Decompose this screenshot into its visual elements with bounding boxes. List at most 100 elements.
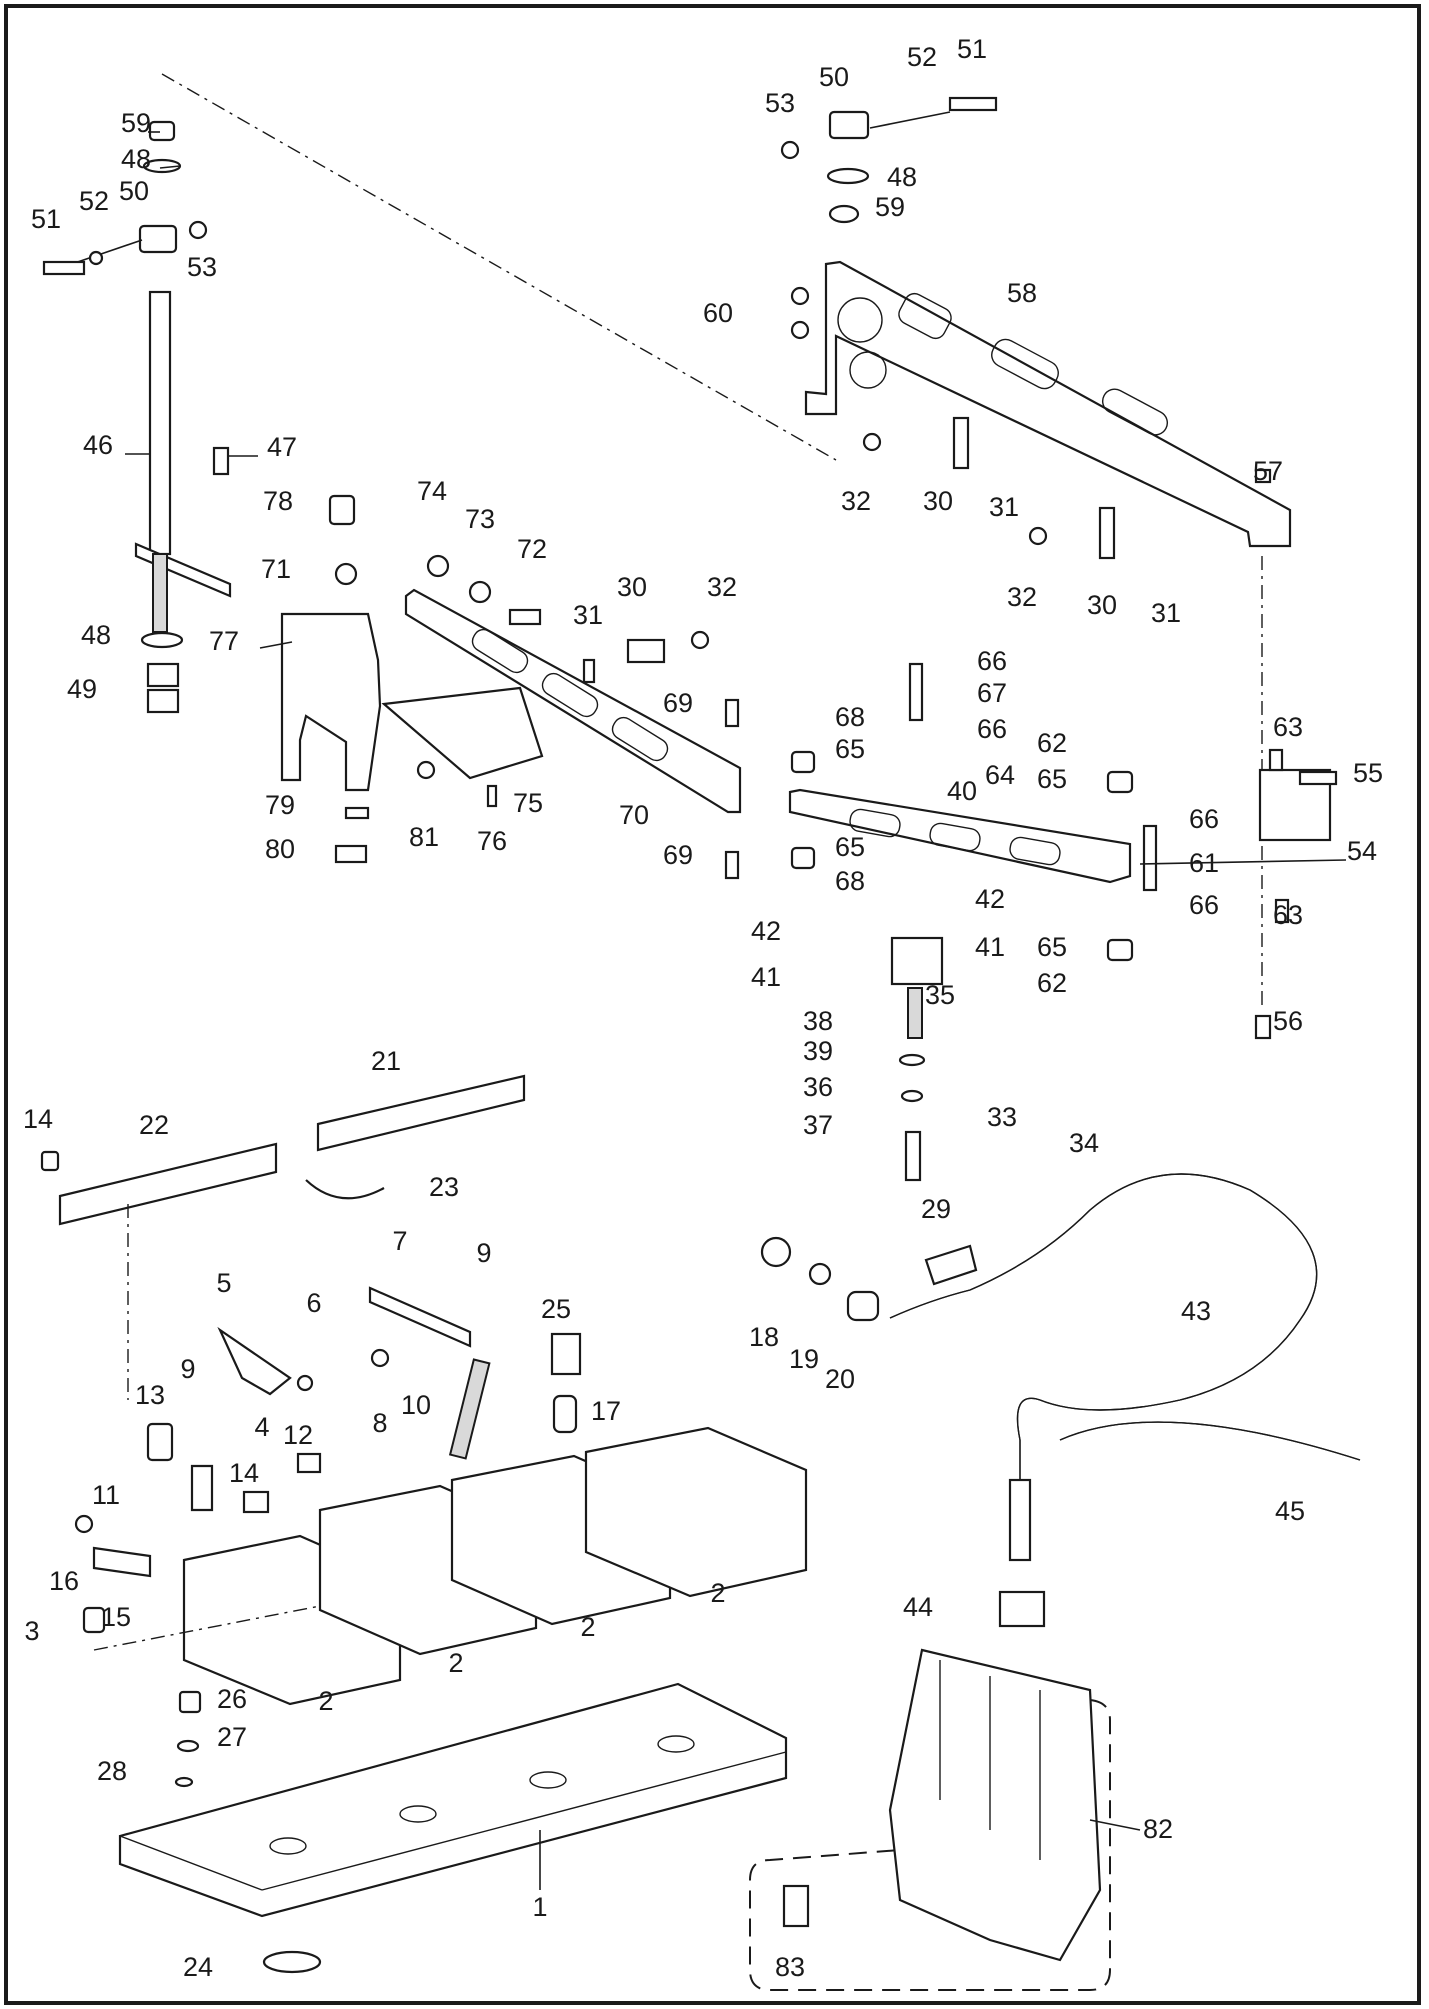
callout-label: 62 (1037, 968, 1067, 998)
callout-label: 76 (477, 826, 507, 856)
callout-label: 31 (573, 600, 603, 630)
post-assembly (42, 120, 232, 714)
callout-label: 41 (975, 932, 1005, 962)
callout-label: 2 (580, 1612, 595, 1642)
callout-label: 24 (183, 1952, 213, 1982)
callout-label: 28 (97, 1756, 127, 1786)
callout-label: 68 (835, 866, 865, 896)
callout-label: 55 (1353, 758, 1383, 788)
callout-label: 16 (49, 1566, 79, 1596)
callout-label: 65 (835, 832, 865, 862)
callout-label: 13 (135, 1380, 165, 1410)
callout-label: 75 (513, 788, 543, 818)
callout-label: 66 (977, 646, 1007, 676)
callout-label: 25 (541, 1294, 571, 1324)
callout-label: 23 (429, 1172, 459, 1202)
callout-label: 7 (392, 1226, 407, 1256)
callout-label: 2 (710, 1578, 725, 1608)
cable-assembly (760, 1173, 1361, 1628)
callout-label: 39 (803, 1036, 833, 1066)
middle-bar (280, 494, 742, 880)
callout-label: 71 (261, 554, 291, 584)
callout-label: 65 (1037, 932, 1067, 962)
callout-label: 2 (318, 1686, 333, 1716)
callout-label: 48 (121, 144, 151, 174)
callout-label: 52 (907, 42, 937, 72)
lower-bracket (788, 662, 1338, 1182)
callout-label: 43 (1181, 1296, 1211, 1326)
callout-label: 80 (265, 834, 295, 864)
callout-label: 69 (663, 688, 693, 718)
callout-label: 65 (1037, 764, 1067, 794)
callout-label: 32 (1007, 582, 1037, 612)
callout-label: 64 (985, 760, 1015, 790)
unit-assembly (749, 1648, 1111, 1991)
callout-label: 56 (1273, 1006, 1303, 1036)
callout-label: 50 (819, 62, 849, 92)
callout-label: 2 (448, 1648, 463, 1678)
callout-label: 12 (283, 1420, 313, 1450)
callout-label: 63 (1273, 712, 1303, 742)
callout-label: 35 (925, 980, 955, 1010)
callout-label: 6 (306, 1288, 321, 1318)
callout-label: 8 (372, 1408, 387, 1438)
callout-label: 82 (1143, 1814, 1173, 1844)
callout-label: 66 (1189, 890, 1219, 920)
callout-label: 31 (989, 492, 1019, 522)
callout-label: 22 (139, 1110, 169, 1140)
callout-label: 81 (409, 822, 439, 852)
callout-label: 44 (903, 1592, 933, 1622)
callout-label: 10 (401, 1390, 431, 1420)
callout-label: 1 (532, 1892, 547, 1922)
trays (93, 1426, 808, 1706)
callout-label: 72 (517, 534, 547, 564)
callout-label: 45 (1275, 1496, 1305, 1526)
callout-label: 59 (121, 108, 151, 138)
callout-label: 4 (254, 1412, 269, 1442)
callout-label: 53 (765, 88, 795, 118)
callout-label: 41 (751, 962, 781, 992)
callout-label: 65 (835, 734, 865, 764)
callout-label: 51 (957, 34, 987, 64)
callout-label: 40 (947, 776, 977, 806)
callout-label: 9 (180, 1354, 195, 1384)
callout-label: 73 (465, 504, 495, 534)
callout-label: 9 (476, 1238, 491, 1268)
callout-label: 51 (31, 204, 61, 234)
lower-assembly (74, 1286, 582, 1634)
callout-label: 21 (371, 1046, 401, 1076)
callout-label: 31 (1151, 598, 1181, 628)
callout-label: 48 (887, 162, 917, 192)
callout-label: 34 (1069, 1128, 1099, 1158)
callout-label: 68 (835, 702, 865, 732)
callout-label: 50 (119, 176, 149, 206)
callout-label: 17 (591, 1396, 621, 1426)
callout-label: 49 (67, 674, 97, 704)
callout-label: 32 (841, 486, 871, 516)
callout-label: 67 (977, 678, 1007, 708)
callout-label: 14 (229, 1458, 259, 1488)
callout-label: 29 (921, 1194, 951, 1224)
plates (40, 1074, 526, 1400)
callout-label: 47 (267, 432, 297, 462)
callout-label: 58 (1007, 278, 1037, 308)
callout-label: 48 (81, 620, 111, 650)
callout-label: 37 (803, 1110, 833, 1140)
callout-label: 32 (707, 572, 737, 602)
callout-label: 38 (803, 1006, 833, 1036)
callout-label: 53 (187, 252, 217, 282)
callout-label: 42 (751, 916, 781, 946)
callout-label: 3 (24, 1616, 39, 1646)
callout-label: 18 (749, 1322, 779, 1352)
callout-label: 42 (975, 884, 1005, 914)
callout-label: 60 (703, 298, 733, 328)
upper-frame (780, 96, 1292, 1006)
callout-label: 66 (1189, 804, 1219, 834)
callout-label: 63 (1273, 900, 1303, 930)
callout-label: 74 (417, 476, 447, 506)
callout-label: 15 (101, 1602, 131, 1632)
callout-label: 20 (825, 1364, 855, 1394)
callout-label: 11 (92, 1480, 120, 1510)
callout-label: 46 (83, 430, 113, 460)
